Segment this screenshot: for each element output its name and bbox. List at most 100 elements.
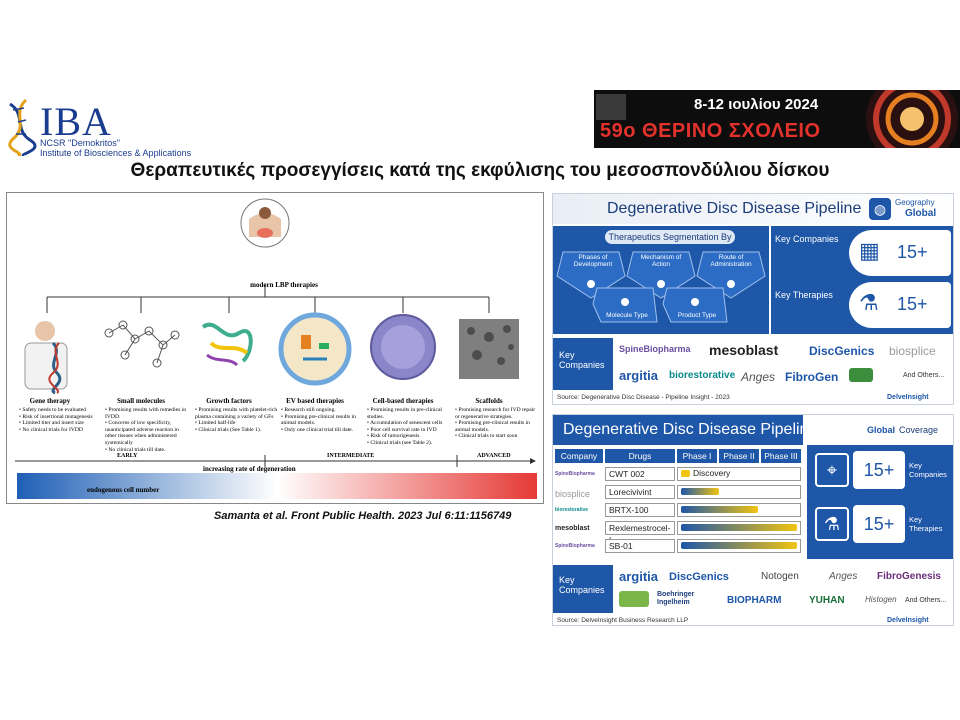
- info2-title-band: [553, 415, 803, 445]
- iba-dna-logo: [8, 98, 37, 156]
- company-logo-yuhan: YUHAN: [809, 595, 845, 606]
- key-companies-value: 15+: [897, 242, 928, 262]
- list-item: Safety needs to be evaluated: [19, 407, 105, 414]
- row-company-logo: biorestorative: [555, 507, 589, 513]
- stage-early: EARLY: [117, 453, 138, 459]
- list-item: Limited half-life: [195, 420, 281, 427]
- seg-item-moa: Mechanism of Action: [640, 254, 682, 268]
- company-logo-argitia: argitia: [619, 569, 659, 584]
- companies-others-2: And Others...: [905, 597, 947, 604]
- list-item: Clinical trials (See Table 1).: [195, 427, 281, 434]
- row-company-logo: SpineBiopharma: [555, 543, 595, 549]
- logo-subtitle-2: Institute of Biosciences & Applications: [40, 148, 192, 158]
- list-item: Only one clinical trial till date.: [281, 427, 367, 434]
- map-pin-icon: ⌖: [815, 453, 849, 487]
- figure-graphics: [15, 198, 537, 499]
- list-item: Promising pre-clinical results in animal…: [455, 420, 541, 433]
- pipeline-infographic-1: Degenerative Disc Disease Pipeline ◍ Geo…: [552, 193, 954, 405]
- arrow-cells-label: endogenous cell number: [87, 486, 160, 494]
- globe-icon: ◍: [869, 198, 891, 220]
- therapy-title-growth: Growth factors: [206, 397, 252, 405]
- key-therapies-label: Key Therapies: [775, 290, 833, 300]
- building-icon: ▦: [859, 238, 880, 263]
- seg-item-product: Product Type: [677, 312, 717, 319]
- row-progress-bar: [681, 506, 758, 513]
- page-title: Θεραπευτικές προσεγγίσεις κατά της εκφύλ…: [130, 160, 830, 181]
- th-drugs: Drugs: [605, 449, 675, 463]
- list-item: No clinical trials till date.: [105, 447, 191, 454]
- row-drug: CWT 002: [605, 467, 675, 481]
- key-companies-value-2: 15+: [853, 451, 905, 489]
- company-logo-histogen: Histogen: [865, 595, 897, 604]
- coverage-bold: Global: [867, 425, 896, 435]
- row-progress-track: [677, 467, 801, 481]
- list-item: Clinical trials (see Table 2).: [367, 440, 453, 447]
- seg-title: Therapeutics Segmentation By: [605, 230, 735, 244]
- stage-intermediate: INTERMEDIATE: [327, 453, 375, 459]
- companies-others: And Others...: [903, 372, 945, 379]
- therapy-list-growth: Promising results with platelet-rich pla…: [195, 407, 281, 433]
- summer-school-banner: 8-12 ιουλίου 2024 59ο ΘΕΡΙΝΟ ΣΧΟΛΕΙΟ: [594, 90, 960, 148]
- therapy-list-gene: Safety needs to be evaluated Risk of ins…: [19, 407, 105, 433]
- list-item: Promising pre-clinical results in animal…: [281, 414, 367, 427]
- list-item: Risk of tumorigenesis: [367, 433, 453, 440]
- row-progress-bar: [681, 524, 797, 531]
- citation: Samanta et al. Front Public Health. 2023…: [214, 510, 512, 522]
- stage-advanced: ADVANCED: [477, 453, 511, 459]
- geo-value: Global: [905, 208, 937, 219]
- seg-item-phases: Phases of Development: [573, 254, 613, 268]
- company-logo-boehringer: Boehringer Ingelheim: [657, 591, 695, 606]
- info2-source: Source: DelveInsight Business Research L…: [557, 617, 689, 624]
- list-item: Accumulation of senescent cells: [367, 420, 453, 427]
- list-item: Limited titer and insert size: [19, 420, 105, 427]
- key-therapies-value: 15+: [897, 294, 928, 314]
- company-logo-biopharm: BIOPHARM: [727, 595, 782, 606]
- info1-brand: DelveInsight: [887, 394, 929, 401]
- pipeline-infographic-2: Degenerative Disc Disease Pipeline Globa…: [552, 414, 954, 626]
- company-logo-biosplice: biosplice: [889, 344, 936, 358]
- therapy-list-cell: Promising results in pre-clinical studie…: [367, 407, 453, 447]
- geo-label: Geography: [895, 198, 935, 207]
- seg-item-molecule: Molecule Type: [606, 312, 648, 319]
- list-item: Poor cell survival rate in IVD: [367, 427, 453, 434]
- microscope-icon: ⚗: [815, 507, 849, 541]
- microscope-icon: ⚗: [859, 290, 879, 315]
- therapy-title-gene: Gene therapy: [29, 397, 71, 405]
- list-item: Concerns of low specificity, unanticipat…: [105, 420, 191, 446]
- row-drug: Lorecivivint: [605, 485, 675, 499]
- company-logo-anges: Anges: [829, 571, 858, 582]
- th-phase1: Phase I: [677, 449, 717, 463]
- row-progress-bar: [681, 470, 690, 477]
- logo-wordmark: IBA: [40, 99, 112, 144]
- company-logo-fibrogenesis: FibroGenesis: [877, 571, 941, 582]
- row-drug: Rexlemestrocel-L: [605, 521, 675, 545]
- company-logo-discgenics: DiscGenics: [809, 344, 875, 358]
- list-item: No clinical trials for IVDD: [19, 427, 105, 434]
- companies-label-box: [553, 338, 613, 390]
- list-item: Promising results in pre-clinical studie…: [367, 407, 453, 420]
- key-companies-label-2: Key Companies: [909, 461, 947, 479]
- coverage-rest: Coverage: [899, 425, 939, 435]
- th-phase3: Phase III: [761, 449, 801, 463]
- therapy-title-ev: EV based therapies: [286, 397, 344, 405]
- list-item: Research still ongoing.: [281, 407, 367, 414]
- arrow-degeneration-label: increasing rate of degeneration: [203, 465, 296, 473]
- company-logo-notogen: Notogen: [761, 571, 799, 582]
- row-progress-bar: [681, 488, 719, 495]
- row-company-logo: biosplice: [555, 489, 591, 499]
- row-discovery-label: Discovery: [693, 468, 731, 478]
- th-phase2: Phase II: [719, 449, 759, 463]
- company-logo-biorestorative: biorestorative: [669, 370, 736, 381]
- key-therapies-value-2: 15+: [853, 505, 905, 543]
- therapies-figure: modern LBP therapies Gene therapy Safety…: [6, 192, 544, 504]
- company-logo-green: [849, 368, 873, 382]
- row-progress-bar: [681, 542, 797, 549]
- list-item: Promising results with remedies in IVDD.: [105, 407, 191, 420]
- key-companies-badge: [849, 230, 951, 276]
- companies-label: Key Companies: [559, 350, 605, 370]
- company-logo-discgenics: DiscGenics: [669, 571, 729, 583]
- list-item: Clinical trials to start soon: [455, 433, 541, 440]
- companies-label-2: Key Companies: [559, 575, 605, 595]
- banner-tunnel-graphic: [596, 90, 958, 148]
- therapy-list-scaffold: Promising research for IVD repair or reg…: [455, 407, 541, 440]
